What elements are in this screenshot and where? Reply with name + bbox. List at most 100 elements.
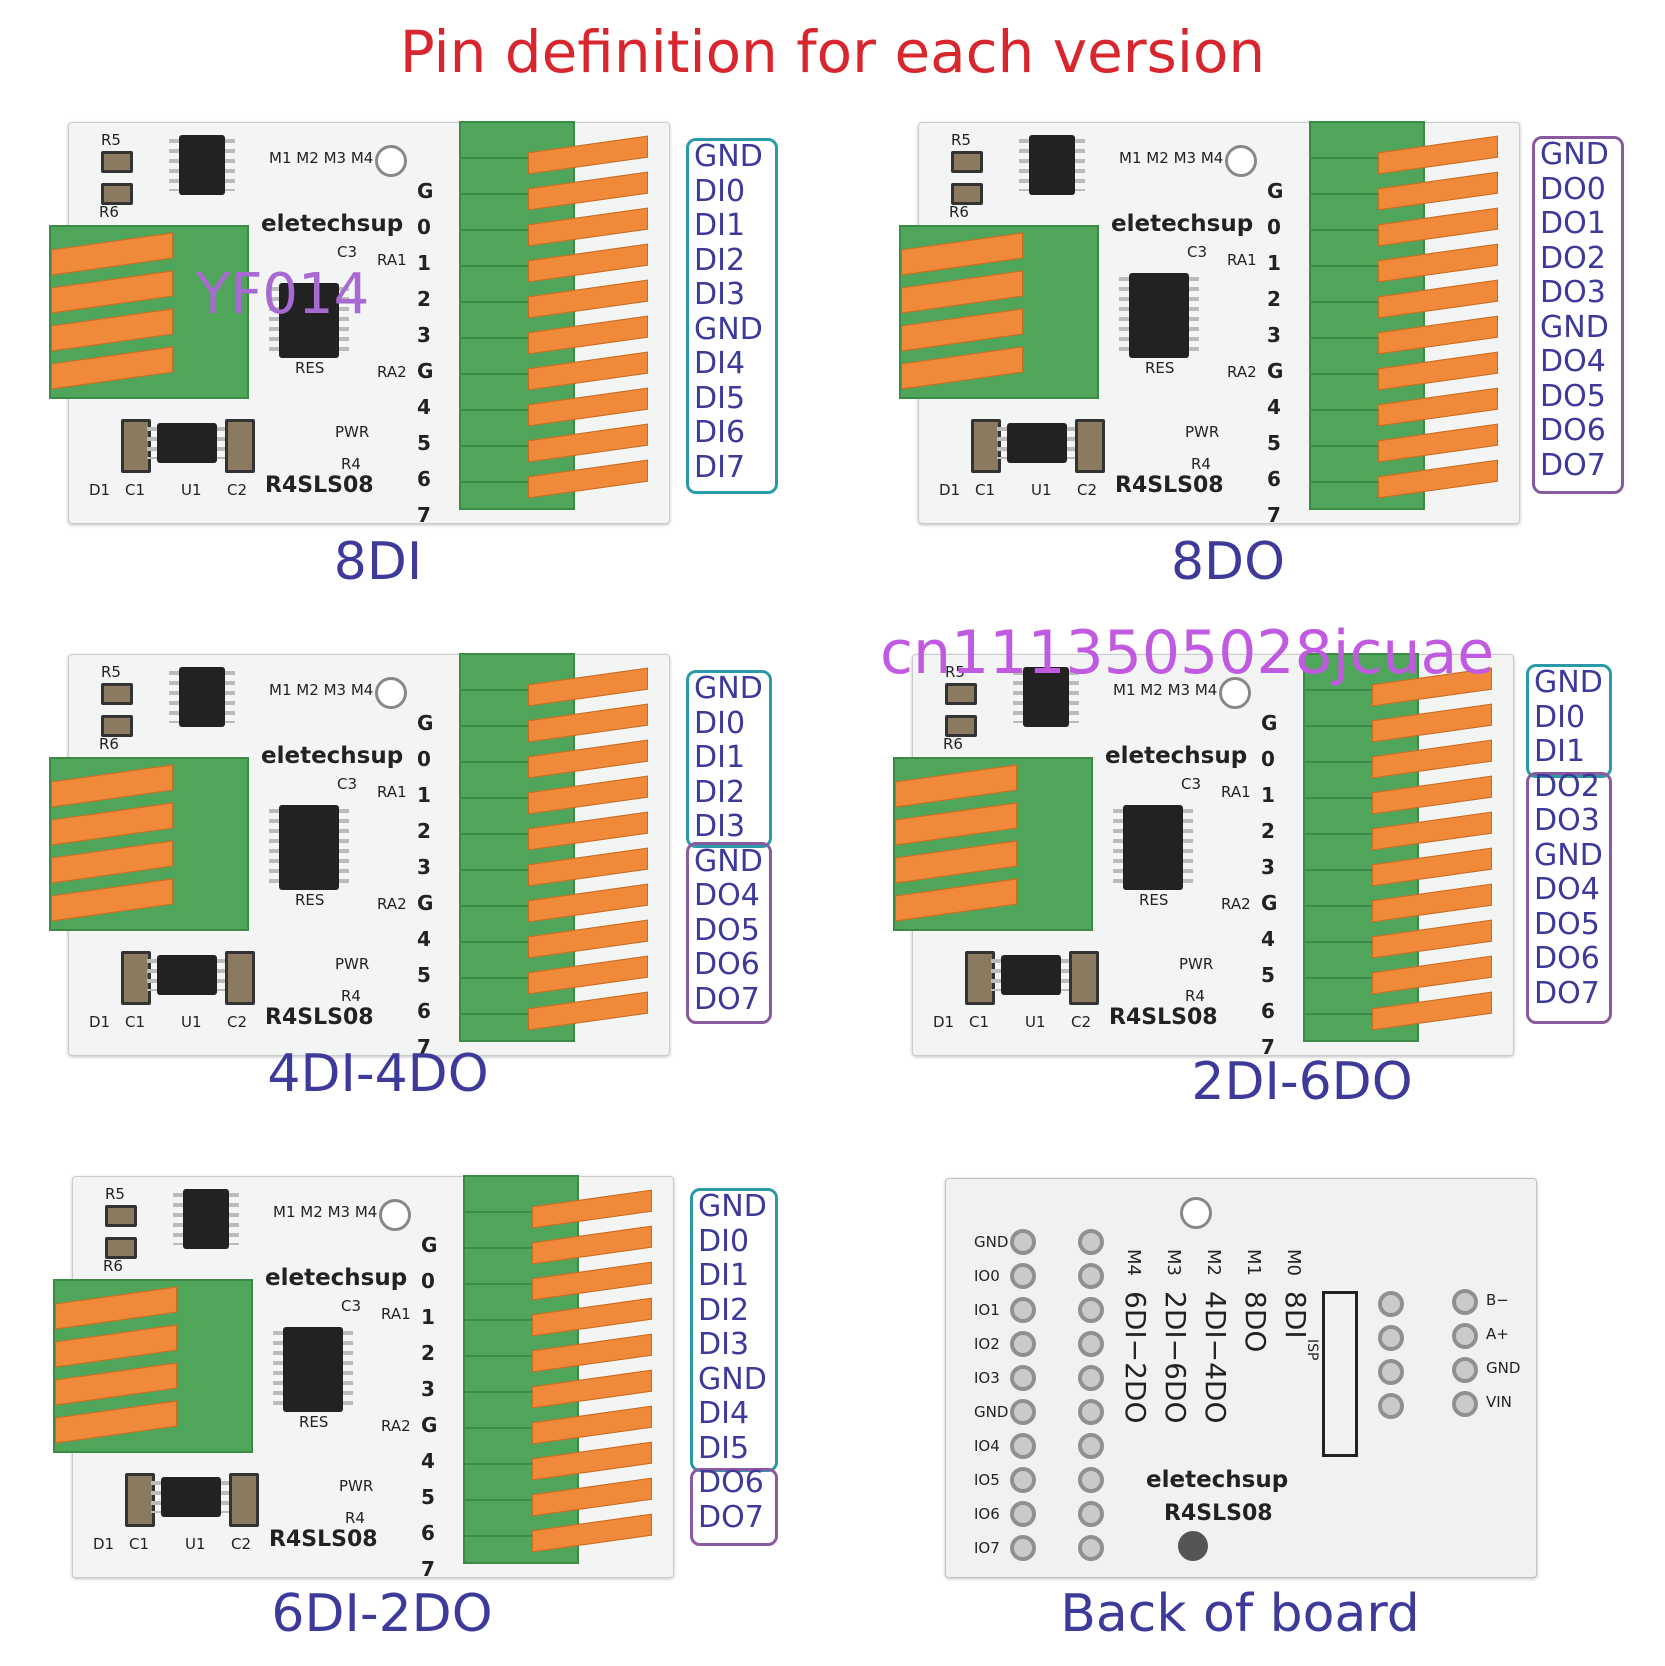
label-r5: R5 xyxy=(101,663,121,681)
pin-label: DO7 xyxy=(694,981,760,1017)
label-ra2: RA2 xyxy=(1227,363,1257,381)
model-label: R4SLS08 xyxy=(1115,473,1224,498)
via xyxy=(1178,1531,1208,1561)
panel-8do: R5 R6 M1 M2 M3 M4 eletechsup C3 RA1 RA2 … xyxy=(899,112,1665,612)
label-d1: D1 xyxy=(933,1013,955,1031)
chip-u3 xyxy=(1013,667,1079,727)
label-m-codes: M1 M2 M3 M4 xyxy=(273,1203,378,1221)
capacitor-c2 xyxy=(1069,951,1099,1005)
label-m-codes: M1 M2 M3 M4 xyxy=(1119,149,1224,167)
label-u1: U1 xyxy=(1025,1013,1046,1031)
label-ra2: RA2 xyxy=(377,895,407,913)
regulator-u1 xyxy=(147,955,227,995)
di-group-box xyxy=(1526,664,1612,778)
label-c3: C3 xyxy=(337,775,358,793)
pin-label: DI0 xyxy=(694,705,746,741)
resistor-r6 xyxy=(105,1237,137,1259)
pin-label: DI1 xyxy=(694,740,746,775)
pin-label: DI1 xyxy=(1534,734,1586,769)
label-res: RES xyxy=(295,359,325,377)
back-caption: Back of board xyxy=(1060,1584,1420,1644)
label-r6: R6 xyxy=(949,203,969,221)
label-c1: C1 xyxy=(125,1013,146,1031)
pin-label: DO5 xyxy=(1534,906,1600,942)
label-r6: R6 xyxy=(99,735,119,753)
mount-hole xyxy=(375,677,407,709)
pin-label: GND xyxy=(698,1361,767,1397)
label-c2: C2 xyxy=(231,1535,252,1553)
label-pwr: PWR xyxy=(335,955,370,973)
capacitor-c2 xyxy=(225,951,255,1005)
model-label: R4SLS08 xyxy=(269,1527,378,1552)
via xyxy=(1378,1291,1404,1317)
pin-label: DI3 xyxy=(694,809,746,844)
label-ra1: RA1 xyxy=(1221,783,1251,801)
panel-4di-4do: R5 R6 M1 M2 M3 M4 eletechsup C3 RA1 RA2 … xyxy=(49,644,848,1144)
label-m-codes: M1 M2 M3 M4 xyxy=(269,149,374,167)
label-c3: C3 xyxy=(1187,243,1208,261)
pin-label: GND xyxy=(1540,309,1609,345)
terminal-block-left xyxy=(49,757,249,931)
via xyxy=(1010,1229,1036,1255)
back-board-photo: GND IO0 IO1 IO2 IO3 GND IO4 IO5 IO6 IO7 … xyxy=(945,1178,1537,1578)
label-c1: C1 xyxy=(975,481,996,499)
pin-label: GND xyxy=(698,1189,767,1224)
pin-label: GND xyxy=(1540,137,1609,172)
pin-label: DO1 xyxy=(1540,206,1606,241)
label-ra1: RA1 xyxy=(377,251,407,269)
label-r4: R4 xyxy=(1191,455,1211,473)
brand-label: eletechsup xyxy=(1111,211,1254,237)
pin-label: DO6 xyxy=(1534,941,1600,976)
terminal-block-left xyxy=(893,757,1093,931)
pin-label: DI7 xyxy=(694,449,746,485)
label-r4: R4 xyxy=(345,1509,365,1527)
pin-label: DI0 xyxy=(694,173,746,209)
label-r4: R4 xyxy=(1185,987,1205,1005)
terminal-block-left xyxy=(899,225,1099,399)
via xyxy=(1078,1263,1104,1289)
panel-8di: R5 R6 M1 M2 M3 M4 eletechsup C3 RA1 RA2 … xyxy=(49,112,848,612)
via xyxy=(1078,1365,1104,1391)
pin-label: DI3 xyxy=(694,277,746,312)
version-label-4di-4do: 4DI−4DO xyxy=(1199,1291,1232,1424)
label-u1: U1 xyxy=(185,1535,206,1553)
label-d1: D1 xyxy=(89,1013,111,1031)
pin-label: DO2 xyxy=(1540,240,1606,276)
pin-label: DO2 xyxy=(1534,768,1600,804)
label-res: RES xyxy=(1139,891,1169,909)
label-res: RES xyxy=(299,1413,329,1431)
via xyxy=(1452,1357,1478,1383)
pin-label: DI2 xyxy=(694,242,746,278)
chip-main xyxy=(269,283,349,358)
pin-label: DO7 xyxy=(1540,447,1606,483)
panel-2di-6do: R5 R6 M1 M2 M3 M4 eletechsup C3 RA1 RA2 … xyxy=(893,644,1665,1144)
label-pwr: PWR xyxy=(1179,955,1214,973)
via xyxy=(1452,1289,1478,1315)
watermark-1: YF014 xyxy=(196,262,370,327)
resistor-r6 xyxy=(101,715,133,737)
pin-label: GND xyxy=(694,311,763,347)
chip-u3 xyxy=(1019,135,1085,195)
capacitor-c1 xyxy=(121,419,151,473)
resistor-r5 xyxy=(101,151,133,173)
pin-label: DI6 xyxy=(694,415,746,450)
pin-label: GND xyxy=(1534,665,1603,700)
via xyxy=(1078,1297,1104,1323)
pin-label: DO5 xyxy=(1540,378,1606,414)
chip-main xyxy=(1113,805,1193,890)
chip-main xyxy=(269,805,349,890)
watermark-2: cn1113505028jcuae xyxy=(880,618,1495,688)
brand-label: eletechsup xyxy=(261,211,404,237)
label-r4: R4 xyxy=(341,455,361,473)
left-header-labels: GND IO0 IO1 IO2 IO3 GND IO4 IO5 IO6 IO7 xyxy=(974,1233,1009,1557)
pin-label: GND xyxy=(694,671,763,706)
capacitor-c2 xyxy=(1075,419,1105,473)
do-group-box xyxy=(1526,772,1612,1024)
via xyxy=(1078,1229,1104,1255)
